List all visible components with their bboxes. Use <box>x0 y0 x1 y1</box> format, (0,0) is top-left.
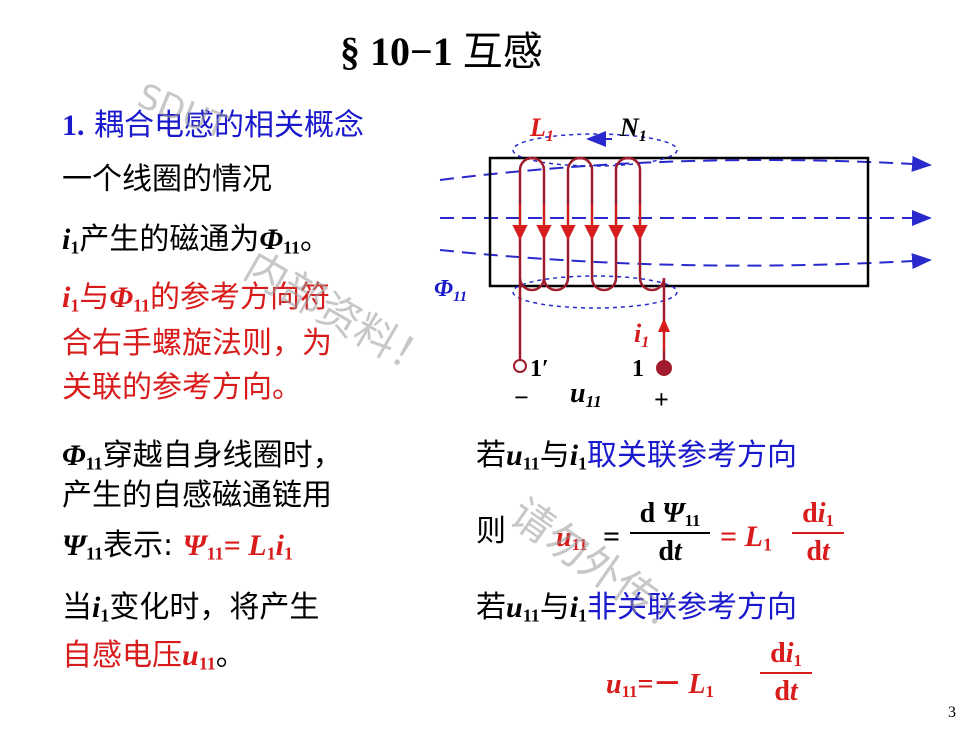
right-hand-rule-line2: 合右手螺旋法则，为 <box>62 326 332 361</box>
psi-definition: Ψ11表示: Ψ11= L1i1 <box>62 528 293 564</box>
negative-self-voltage-eq: u11=－ L1 <box>606 669 714 702</box>
right-hand-rule-line1: i1与Φ11的参考方向符 <box>62 280 331 316</box>
dpsi-dt-fraction: d Ψ11 dt <box>630 498 710 568</box>
coil-core <box>488 156 870 288</box>
psi-equation: Ψ11= L1i1 <box>182 529 293 564</box>
di-dt-fraction-2: di1 dt <box>760 638 812 708</box>
nonassociated-direction-line: 若u11与i1非关联参考方向 <box>476 590 798 626</box>
title-topic: 互感 <box>462 29 543 75</box>
plus-sign: + <box>654 385 669 414</box>
flux-linkage-line: 产生的自感磁通链用 <box>62 478 332 513</box>
u11-lhs: u11 <box>556 522 588 555</box>
label-phi11: Φ11 <box>434 276 467 305</box>
section-number: § 10−1 <box>340 29 453 74</box>
page-title: § 10−1 互感 <box>340 28 543 76</box>
bottom-flux-ellipse <box>512 275 678 309</box>
flux-lines <box>439 155 932 270</box>
terminal-1-prime <box>513 359 527 373</box>
label-L1: L1 <box>529 113 554 145</box>
right-hand-rule-line3: 关联的参考方向。 <box>62 370 302 405</box>
eq-sign-2: = L1 <box>720 520 772 555</box>
subtitle-number: 1. <box>62 109 85 142</box>
phi-cross-line: Φ11穿越自身线圈时， <box>62 438 343 474</box>
label-N1: N1 <box>619 113 647 145</box>
terminal-1-prime-label: 1′ <box>530 356 549 382</box>
di-dt-fraction-1: di1 dt <box>792 498 844 568</box>
page-number: 3 <box>948 704 956 721</box>
terminal-1 <box>656 360 672 376</box>
label-i1: i1 <box>634 319 649 351</box>
subtitle-text: 耦合电感的相关概念 <box>94 108 365 143</box>
associated-direction-line: 若u11与i1取关联参考方向 <box>476 438 798 474</box>
terminal-1-label: 1 <box>632 356 644 382</box>
subtitle: 1. 耦合电感的相关概念 <box>62 108 364 144</box>
minus-sign: − <box>514 383 529 412</box>
one-coil-heading: 一个线圈的情况 <box>62 162 272 197</box>
current-direction-arrows <box>512 205 648 241</box>
eq-sign-1: = <box>603 520 621 553</box>
then-label: 则 <box>476 514 506 549</box>
coil-diagram: L1 N1 Φ11 i1 1′ 1 − + u11 <box>434 113 932 414</box>
label-u11: u11 <box>570 378 602 411</box>
self-voltage-line: 自感电压u11。 <box>62 638 246 674</box>
flux-statement: i1产生的磁通为Φ11。 <box>62 222 331 258</box>
change-line: 当i1变化时，将产生 <box>62 590 320 626</box>
i1-current-arrow <box>658 318 670 350</box>
